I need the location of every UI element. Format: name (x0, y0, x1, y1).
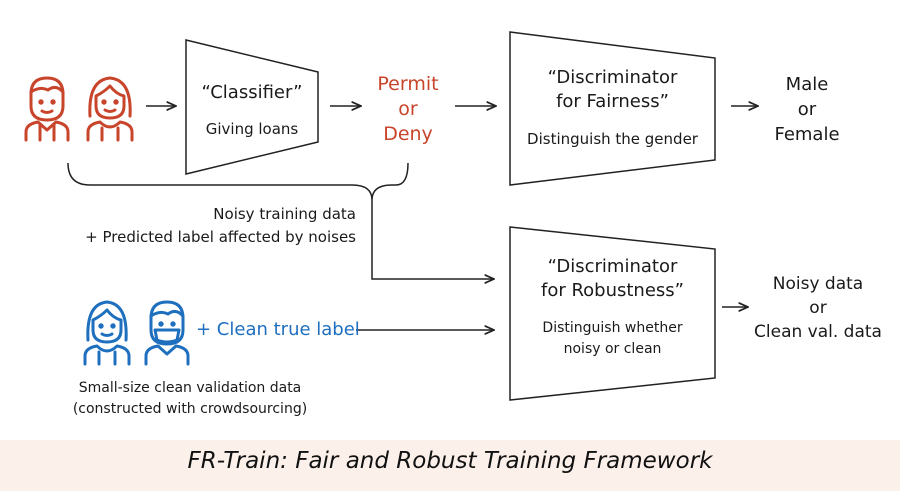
classifier-title: “Classifier” (201, 82, 303, 103)
output-clean-val-data: Clean val. data (754, 322, 882, 342)
output-or: or (398, 98, 418, 120)
fairness-title-line1: “Discriminator (547, 67, 678, 88)
validation-data-line2: (constructed with crowdsourcing) (72, 401, 308, 417)
noisy-data-line1: Noisy training data (213, 205, 356, 223)
fairness-output: Male or Female (762, 72, 852, 147)
noisy-data-caption: Noisy training data + Predicted label af… (0, 203, 356, 249)
robustness-discriminator-subtitle: Distinguish whether noisy or clean (510, 318, 715, 360)
robustness-subtitle-line2: noisy or clean (563, 341, 662, 357)
footer-bar (0, 440, 900, 491)
arrow-noisy-to-robustness (371, 200, 494, 279)
person-male-masked-icon (144, 300, 190, 366)
diagram-canvas (67, 31, 900, 401)
robustness-discriminator-box (509, 226, 716, 401)
output-female: Female (774, 124, 840, 145)
classifier-box (185, 39, 319, 175)
person-male-icon (24, 76, 70, 142)
fairness-discriminator-title: “Discriminator for Fairness” (510, 66, 715, 114)
classifier-output: Permit or Deny (366, 72, 450, 147)
validation-data-caption: Small-size clean validation data (constr… (60, 378, 320, 420)
person-female-icon (86, 76, 134, 142)
output-permit: Permit (377, 73, 439, 95)
validation-data-line1: Small-size clean validation data (78, 380, 302, 396)
robustness-output: Noisy data or Clean val. data (748, 272, 888, 344)
clean-true-label: + Clean true label (196, 319, 360, 340)
fairness-title-line2: for Fairness” (556, 91, 669, 112)
fairness-discriminator-box (509, 31, 716, 186)
output-deny: Deny (383, 123, 433, 145)
robustness-title-line2: for Robustness” (540, 280, 684, 301)
robustness-subtitle-line1: Distinguish whether (542, 320, 683, 336)
robustness-title-line1: “Discriminator (547, 256, 678, 277)
output-noisy-data: Noisy data (772, 274, 864, 294)
output-or-gender: or (797, 99, 817, 120)
fairness-discriminator-subtitle: Distinguish the gender (527, 130, 698, 148)
output-or-robust: or (809, 298, 827, 318)
person-female-icon (83, 300, 131, 366)
output-male: Male (785, 74, 829, 95)
noisy-data-line2: + Predicted label affected by noises (85, 228, 356, 246)
robustness-discriminator-title: “Discriminator for Robustness” (510, 255, 715, 303)
footer-title: FR-Train: Fair and Robust Training Frame… (187, 448, 713, 474)
noisy-data-brace (67, 162, 409, 201)
classifier-subtitle: Giving loans (205, 120, 299, 138)
